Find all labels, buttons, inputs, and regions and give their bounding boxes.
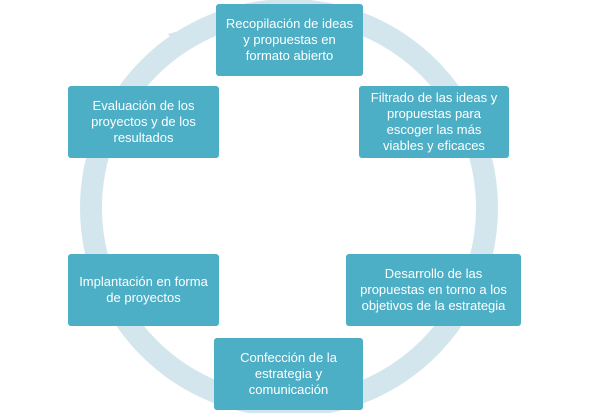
step-label-recopilacion: Recopilación de ideas y propuestas en fo… — [225, 16, 354, 63]
step-box-implantacion: Implantación en forma de proyectos — [68, 254, 219, 326]
cycle-arrowhead-icon — [168, 26, 197, 54]
step-label-desarrollo: Desarrollo de las propuestas en torno a … — [360, 266, 507, 313]
step-label-evaluacion: Evaluación de los proyectos y de los res… — [91, 98, 196, 145]
step-label-filtrado: Filtrado de las ideas y propuestas para … — [370, 90, 498, 153]
step-box-filtrado: Filtrado de las ideas y propuestas para … — [359, 86, 509, 158]
step-label-confeccion: Confección de la estrategia y comunicaci… — [240, 350, 337, 397]
step-box-evaluacion: Evaluación de los proyectos y de los res… — [68, 86, 219, 158]
step-box-desarrollo: Desarrollo de las propuestas en torno a … — [346, 254, 521, 326]
step-box-confeccion: Confección de la estrategia y comunicaci… — [214, 338, 363, 410]
step-box-recopilacion: Recopilación de ideas y propuestas en fo… — [216, 4, 363, 76]
step-label-implantacion: Implantación en forma de proyectos — [79, 274, 208, 305]
